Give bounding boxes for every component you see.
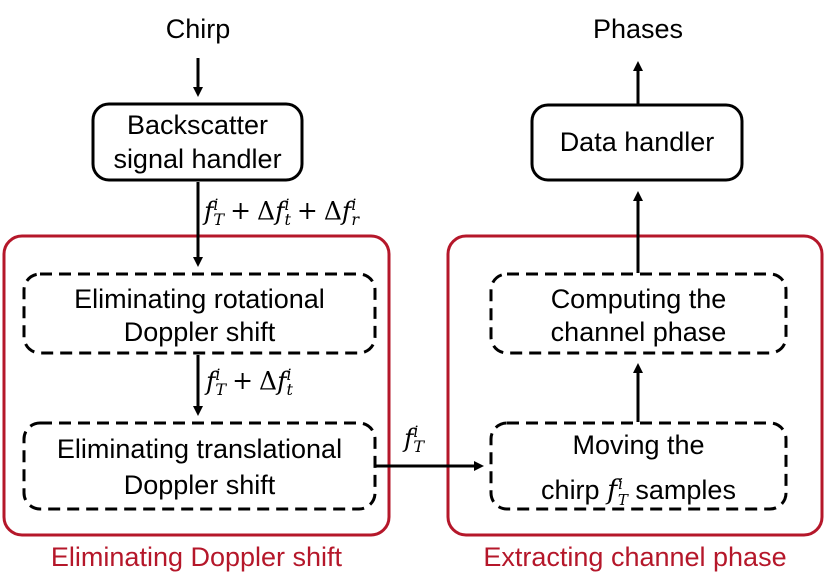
moving-label-post: samples xyxy=(627,475,736,505)
edge-label-after-backscatter: fiT+Δfit+Δfir xyxy=(204,195,359,230)
translational-label-line1: Eliminating translational xyxy=(56,434,343,464)
computing-box xyxy=(489,272,788,355)
computing-label-line1: Computing the xyxy=(550,284,727,314)
group-right-caption: Extracting channel phase xyxy=(483,542,787,572)
data-handler-label: Data handler xyxy=(559,127,715,157)
edge-label-after-translational: fiT xyxy=(404,422,425,457)
output-label: Phases xyxy=(592,14,684,44)
data-handler-box xyxy=(530,103,744,182)
backscatter-label-line2: signal handler xyxy=(113,144,282,174)
moving-label-line2: chirp fiT samples xyxy=(491,467,786,517)
rotational-label-line2: Doppler shift xyxy=(123,317,276,347)
translational-box xyxy=(22,421,377,511)
group-right-frame xyxy=(446,234,824,537)
input-label: Chirp xyxy=(165,14,231,44)
group-left-caption: Eliminating Doppler shift xyxy=(50,542,343,572)
rotational-box xyxy=(22,272,377,355)
edge-label-after-rotational: fiT+Δfit xyxy=(206,365,293,400)
backscatter-label-line1: Backscatter xyxy=(126,110,269,140)
moving-box xyxy=(489,421,788,511)
computing-label-line2: channel phase xyxy=(550,317,727,347)
rotational-label-line1: Eliminating rotational xyxy=(74,284,325,314)
backscatter-box xyxy=(91,102,304,182)
moving-label-pre: chirp xyxy=(541,475,608,505)
moving-label-line1: Moving the xyxy=(572,430,705,460)
moving-math-ft: fiT xyxy=(607,475,628,510)
translational-label-line2: Doppler shift xyxy=(123,470,276,500)
